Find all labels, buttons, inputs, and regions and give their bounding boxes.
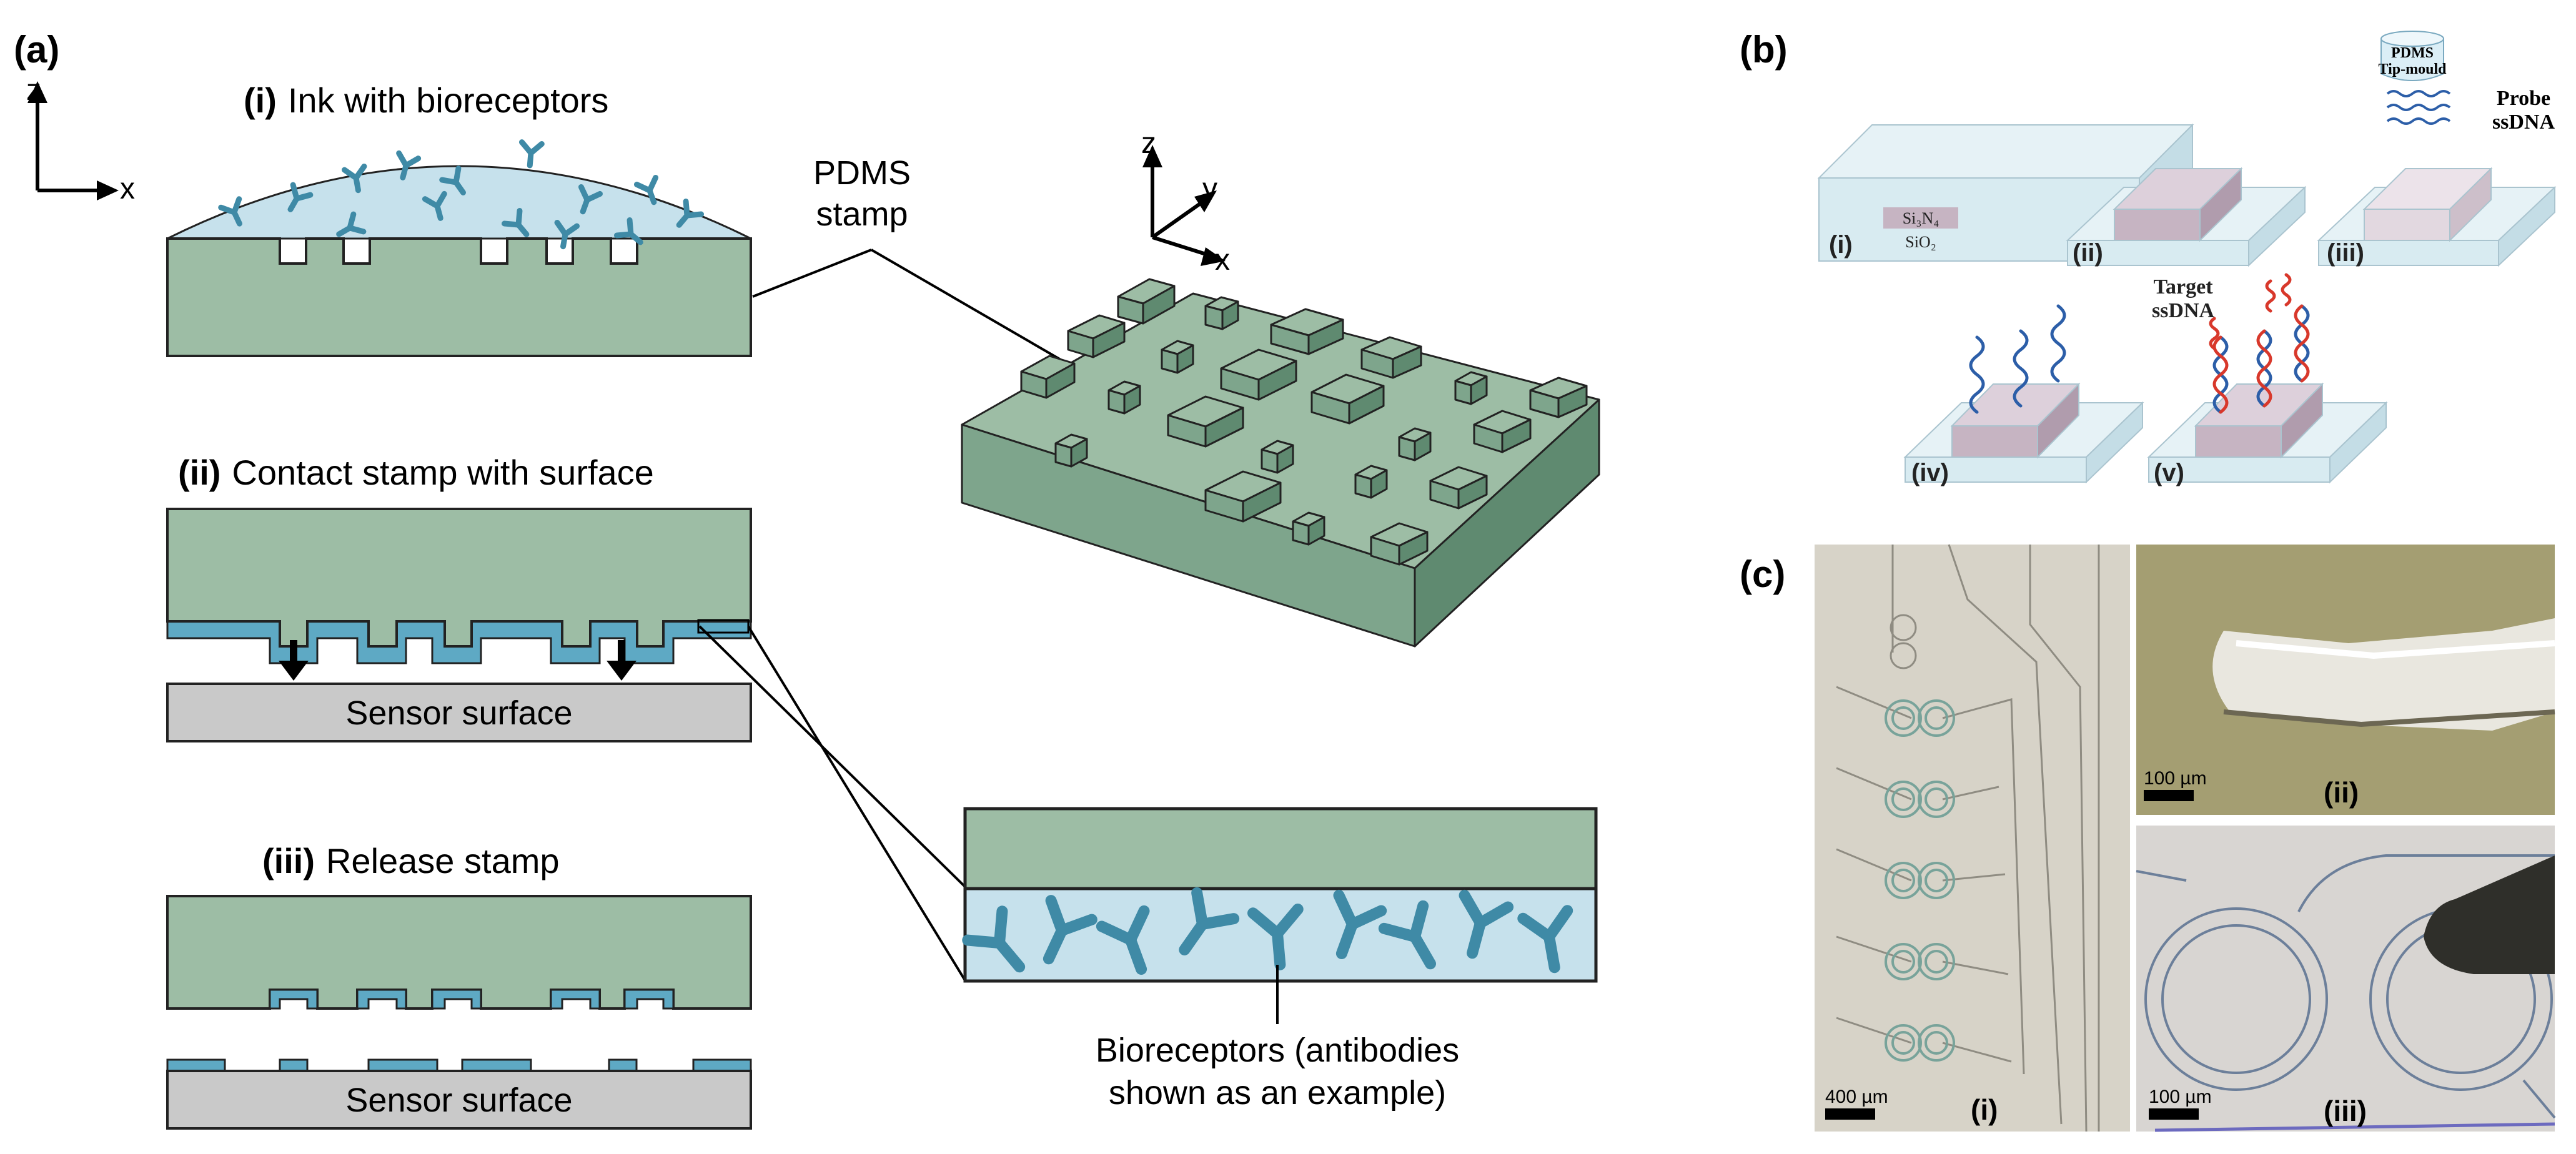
stamp-iii: [166, 895, 752, 1010]
chip-ii: (ii): [2066, 167, 2307, 267]
axis3d-z-label: z: [1141, 127, 1156, 160]
panel-c: (c): [1740, 544, 2556, 1132]
axis-z-label: z: [26, 74, 41, 107]
probe-dna-strands: [2386, 90, 2451, 125]
pdms-leader-2: [870, 249, 1066, 363]
axes-3d: z y x: [1141, 127, 1230, 277]
sensor-surface-iii: Sensor surface: [166, 1058, 752, 1130]
panel-a: (a) z x (i) Ink with bioreceptors: [14, 29, 1600, 1130]
stamp-3d-side: [1414, 398, 1600, 648]
step-i-num: (i): [244, 81, 277, 120]
chip-i-label: (i): [1829, 231, 1853, 259]
printed-pattern: [166, 1058, 226, 1072]
step-iii-num: (iii): [262, 841, 315, 880]
chip-iii-label: (iii): [2327, 239, 2364, 267]
chip-iii: (iii): [2317, 167, 2557, 267]
zoom-leader-1: [698, 625, 966, 888]
stamp-ii-body: [166, 508, 752, 648]
sensor-surface-iii-label: Sensor surface: [345, 1082, 572, 1119]
micrograph-ii: 100 µm (ii): [2136, 545, 2555, 815]
scale-bar-iii: [2149, 1108, 2199, 1120]
step-iii-text: Release stamp: [326, 841, 560, 880]
scale-bar-ii: [2144, 790, 2194, 801]
step-iii-title: (iii) Release stamp: [262, 841, 560, 880]
chip-ii-label: (ii): [2073, 239, 2103, 267]
chip-iv: (iv): [1903, 304, 2144, 486]
chip-iv-label: (iv): [1911, 459, 1949, 486]
panel-c-label: (c): [1740, 553, 1785, 595]
photo-i-label: (i): [1971, 1093, 1998, 1126]
step-ii-num: (ii): [178, 453, 220, 492]
axis-x-label: x: [120, 172, 135, 205]
axis3d-x-label: x: [1215, 244, 1230, 277]
panel-a-label: (a): [14, 29, 59, 71]
sensor-surface-ii: Sensor surface: [166, 683, 752, 742]
ink-stamp-i: [166, 142, 752, 357]
probe-dna-iv: [1969, 304, 2066, 414]
stamp-3d-posts: [1020, 278, 1588, 566]
pdms-leader-1: [752, 249, 872, 298]
ink-droplet: [167, 165, 751, 240]
si3n4-label: Si₃N₄: [1903, 209, 1939, 227]
zoom-inset-stamp: [963, 807, 1598, 890]
sio2-label: SiO₂: [1905, 233, 1936, 251]
axes-2d: z x: [26, 74, 135, 205]
pdms-stamp-3d: [961, 278, 1600, 648]
stamp-iii-ink: [269, 989, 675, 1010]
photo-ii-label: (ii): [2324, 776, 2359, 809]
step-ii-title: (ii) Contact stamp with surface: [178, 453, 654, 492]
sensor-surface-ii-label: Sensor surface: [345, 694, 572, 732]
stamp-i-body: [166, 237, 752, 357]
scale-label-ii: 100 µm: [2144, 768, 2207, 789]
panel-b: (b) Si₃N₄ SiO₂ (i) (ii): [1740, 29, 2557, 486]
scale-bar-i: [1825, 1108, 1875, 1120]
panel-b-label: (b): [1740, 29, 1788, 71]
step-i-text: Ink with bioreceptors: [288, 81, 609, 120]
scale-label-i: 400 µm: [1825, 1087, 1888, 1107]
press-arrows: [279, 640, 637, 681]
chip-v-label: (v): [2154, 459, 2184, 486]
micrograph-iii: 100 µm (iii): [2136, 826, 2556, 1132]
step-i-title: (i) Ink with bioreceptors: [244, 81, 608, 120]
svg-text:(i)Ink with bioreceptors: (i) Ink with bioreceptors: [244, 81, 608, 120]
stamp-ii: [166, 508, 752, 664]
zoom-leader-2: [747, 625, 966, 982]
step-ii-text: Contact stamp with surface: [232, 453, 653, 492]
axis3d-y-label: y: [1202, 172, 1217, 205]
target-dna-v: [2209, 273, 2310, 414]
photo-iii-label: (iii): [2324, 1095, 2367, 1127]
scale-label-iii: 100 µm: [2149, 1087, 2212, 1107]
micrograph-i: 400 µm (i): [1815, 544, 2130, 1132]
